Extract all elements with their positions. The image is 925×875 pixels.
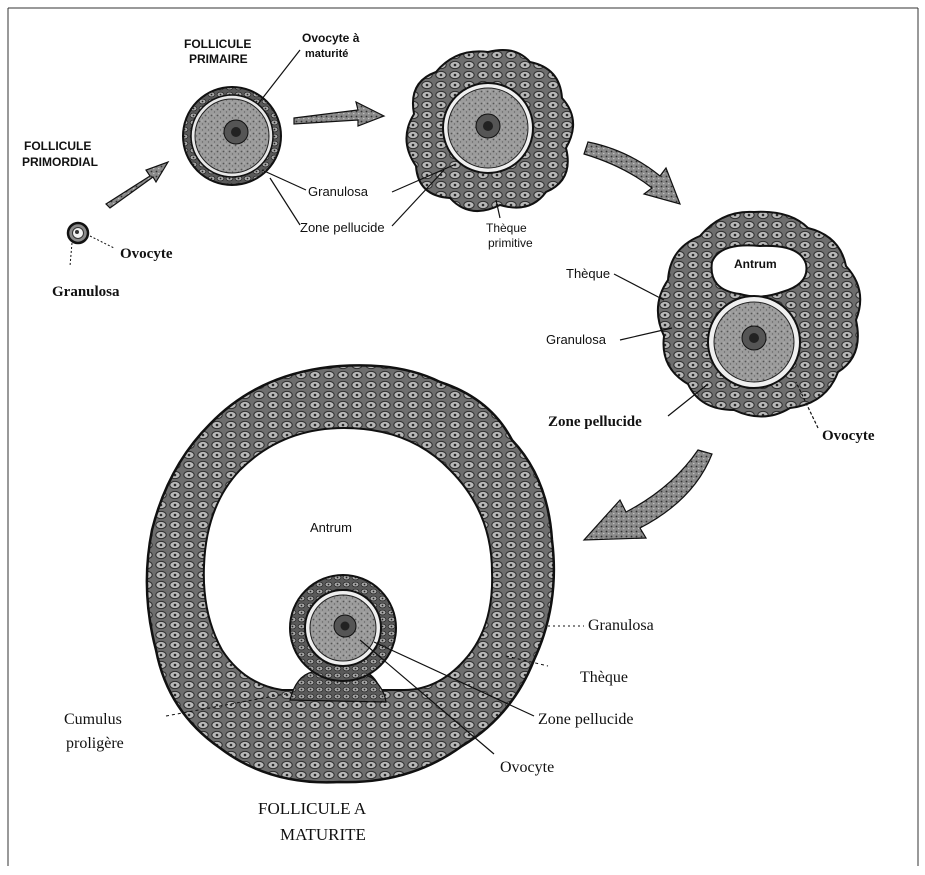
mature-ovocyte-label: Ovocyte (500, 759, 554, 776)
mature-granulosa-label: Granulosa (588, 617, 654, 634)
follicule-primaire-label-2: PRIMAIRE (189, 52, 248, 66)
mature-zone-pellucide-label: Zone pellucide (538, 711, 634, 728)
tertiary-follicle (658, 212, 860, 417)
tertiary-antrum-label: Antrum (734, 257, 777, 271)
cumulus-label-1: Cumulus (64, 711, 122, 728)
mature-antrum-label: Antrum (310, 520, 352, 535)
primary-granulosa-leader (262, 170, 306, 190)
ovocyte-a-maturite-label-1: Ovocyte à (302, 31, 360, 45)
primordial-ovocyte-leader (90, 236, 114, 248)
mature-theque-label: Thèque (580, 669, 628, 686)
theque-primitive-label-1: Thèque (486, 221, 527, 235)
growth-arrow-3 (584, 142, 680, 204)
growth-arrow-1 (106, 162, 168, 208)
primary-follicle (183, 87, 281, 185)
primordial-granulosa-leader (70, 243, 72, 266)
primordial-granulosa-label: Granulosa (52, 284, 120, 300)
follicule-maturite-label-1: FOLLICULE A (258, 799, 367, 818)
secondary-zone-pellucide-label: Zone pellucide (300, 220, 385, 235)
primordial-follicle (68, 223, 88, 243)
secondary-follicle (406, 50, 573, 211)
ovocyte-a-maturite-label-2: maturité (305, 48, 348, 60)
tertiary-zone-pellucide-label: Zone pellucide (548, 414, 642, 430)
growth-arrow-4 (584, 450, 712, 540)
tertiary-ovocyte-label: Ovocyte (822, 428, 875, 444)
growth-arrow-2 (294, 102, 384, 126)
theque-primitive-label-2: primitive (488, 236, 533, 250)
follicule-primordial-label-2: PRIMORDIAL (22, 155, 98, 169)
primordial-ovocyte-label: Ovocyte (120, 246, 173, 262)
mature-follicle (147, 365, 554, 782)
tertiary-theque-leader (614, 274, 664, 300)
tertiary-theque-label: Thèque (566, 266, 610, 281)
secondary-granulosa-label: Granulosa (308, 184, 369, 199)
follicule-primordial-label-1: FOLLICULE (24, 139, 91, 153)
follicule-primaire-label-1: FOLLICULE (184, 37, 251, 51)
follicule-maturite-label-2: MATURITE (280, 825, 366, 844)
tertiary-granulosa-label: Granulosa (546, 332, 607, 347)
ovocyte-maturite-leader (258, 50, 300, 104)
cumulus-label-2: proligère (66, 735, 124, 752)
